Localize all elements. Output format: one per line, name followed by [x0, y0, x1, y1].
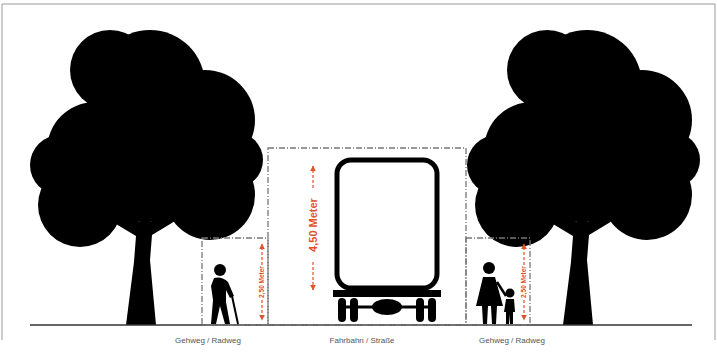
frame-line — [2, 4, 3, 340]
dimension-label: 4,50 Meter — [308, 198, 319, 252]
zone-label: Gehweg / Radweg — [479, 337, 545, 345]
bus-front — [333, 160, 441, 322]
frame-line — [715, 4, 716, 340]
zone-label: Fahrbahn / Straße — [330, 337, 395, 345]
ground-line — [30, 324, 692, 326]
elderly-pedestrian — [211, 264, 238, 324]
tree-silhouette — [30, 30, 263, 325]
tree-silhouette — [467, 30, 700, 325]
dimension-label: 2,50 Meter — [521, 266, 528, 298]
woman-with-child — [476, 262, 515, 324]
frame-line — [2, 4, 715, 5]
dimension-label: 2,50 Meter — [259, 266, 266, 298]
clearance-box — [202, 148, 530, 325]
dimension-line — [262, 166, 524, 320]
zone-label: Gehweg / Radweg — [175, 337, 241, 345]
